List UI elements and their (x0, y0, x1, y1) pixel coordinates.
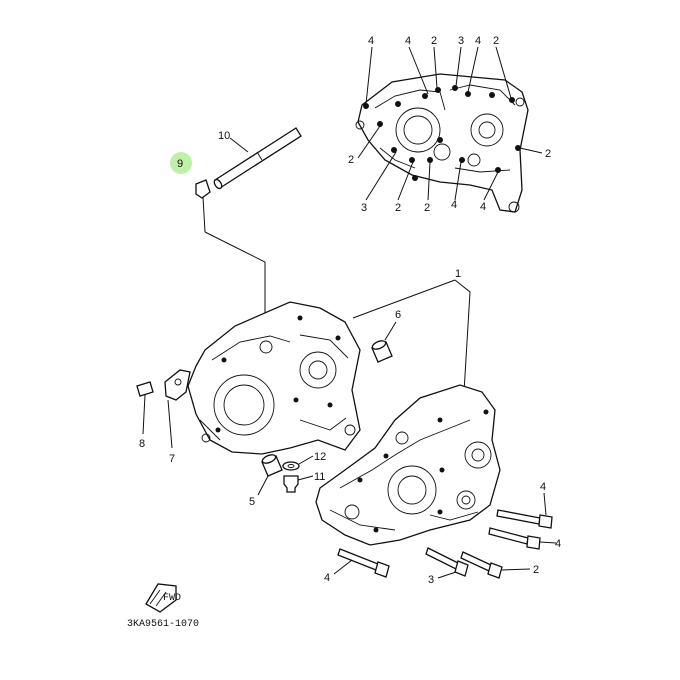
bolt-4-lower (333, 548, 390, 578)
callout-2: 2 (533, 564, 539, 576)
callout-labels: 4 4 2 3 4 2 2 2 3 2 2 4 4 10 9 1 6 8 7 1… (139, 35, 561, 586)
callout-4: 4 (540, 481, 546, 493)
callout-7: 7 (169, 453, 175, 465)
callout-1-leader (352, 279, 471, 393)
callout-2: 2 (431, 35, 437, 47)
callout-2: 2 (493, 35, 499, 47)
callout-4: 4 (368, 35, 374, 47)
bolt-2 (460, 551, 531, 579)
fwd-label: FWD (163, 593, 181, 604)
callout-3: 3 (458, 35, 464, 47)
dowel-pin-10 (213, 127, 302, 190)
collar-6 (371, 321, 397, 363)
callout-9: 9 (177, 158, 183, 170)
callout-4: 4 (324, 572, 330, 584)
callout-6: 6 (395, 309, 401, 321)
bracket-7 (164, 369, 191, 449)
bolt-8 (136, 381, 154, 435)
callout-2: 2 (424, 202, 430, 214)
callout-2: 2 (395, 202, 401, 214)
callout-3: 3 (361, 202, 367, 214)
bolt-4-middle (488, 527, 557, 550)
bolt-4-upper (496, 492, 553, 529)
fwd-arrow-icon: FWD (145, 583, 181, 613)
crankcase-inner-view (355, 46, 543, 213)
callout-4: 4 (451, 199, 457, 211)
callout-5: 5 (249, 496, 255, 508)
gasket-12 (282, 455, 314, 471)
bolt-3 (425, 547, 469, 579)
right-crankcase-half (315, 384, 501, 546)
callout-12: 12 (314, 451, 326, 463)
callout-10: 10 (218, 130, 230, 142)
callout-4: 4 (480, 201, 486, 213)
callout-4: 4 (555, 538, 561, 550)
callout-4: 4 (405, 35, 411, 47)
callout-9-highlight (170, 152, 192, 174)
callout-11: 11 (314, 471, 325, 483)
callout-2: 2 (348, 154, 354, 166)
callout-4: 4 (475, 35, 481, 47)
callout-1: 1 (455, 268, 461, 280)
drawing-code: 3KA9561-1070 (127, 619, 199, 630)
callout-8: 8 (139, 438, 145, 450)
drain-plug-11 (283, 475, 314, 493)
left-crankcase-half (187, 301, 361, 455)
collar-5 (257, 454, 283, 496)
callout-3: 3 (428, 574, 434, 586)
callout-2: 2 (545, 148, 551, 160)
